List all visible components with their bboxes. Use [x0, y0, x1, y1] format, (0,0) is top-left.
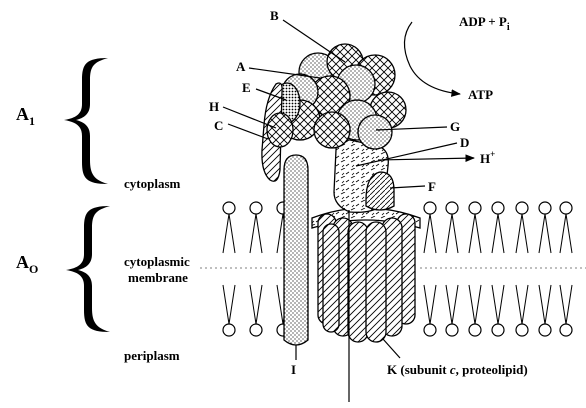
lipid-tail: [250, 214, 256, 253]
lipid-tail: [516, 214, 522, 253]
lipid-tail: [498, 285, 504, 324]
lipid-head: [250, 202, 262, 214]
lipid-tail: [522, 214, 528, 253]
lipid-tail: [516, 285, 522, 324]
ring-cylinder: [366, 222, 386, 342]
lipid-head: [516, 324, 528, 336]
domain-a1-label: A1: [16, 104, 35, 128]
lipid-tail: [469, 285, 475, 324]
reaction-substrate: ADP + Pi: [459, 14, 510, 33]
lipid-tail: [223, 285, 229, 324]
lipid-head: [424, 202, 436, 214]
lipid-tail: [560, 285, 566, 324]
lipid-head: [446, 324, 458, 336]
proteolipid-ring: [312, 208, 420, 342]
lipid-tail: [545, 214, 551, 253]
lipid-tail: [492, 285, 498, 324]
label-h: H: [209, 99, 219, 114]
lipid-tail: [424, 285, 430, 324]
label-k: K (subunit c, proteolipid): [387, 362, 528, 377]
lipid-tail: [229, 285, 235, 324]
lipid-head: [539, 202, 551, 214]
lipid-tail: [475, 214, 481, 253]
region-periplasm: periplasm: [124, 348, 180, 363]
lipid-tail: [277, 214, 283, 253]
lipid-tail: [545, 285, 551, 324]
lipid-tail: [430, 285, 436, 324]
a1-brace: [64, 58, 108, 184]
lipid-head: [250, 324, 262, 336]
subunit-h: [267, 113, 293, 147]
lipid-head: [223, 324, 235, 336]
label-g: G: [450, 119, 460, 134]
lipid-tail: [452, 285, 458, 324]
lipid-head: [492, 202, 504, 214]
lipid-tail: [539, 285, 545, 324]
lipid-head: [560, 202, 572, 214]
lipid-head: [469, 324, 481, 336]
lipid-tail: [424, 214, 430, 253]
label-f: F: [428, 179, 436, 194]
lipid-tail: [475, 285, 481, 324]
lipid-tail: [492, 214, 498, 253]
label-e: E: [242, 80, 251, 95]
label-d: D: [460, 135, 469, 150]
subunit-a-sphere: [358, 115, 392, 149]
lipid-tail: [446, 285, 452, 324]
lipid-head: [539, 324, 551, 336]
label-c: C: [214, 118, 223, 133]
region-cytoplasm: cytoplasm: [124, 176, 181, 191]
lipid-head: [424, 324, 436, 336]
ring-cylinder: [348, 222, 368, 342]
lipid-tail: [446, 214, 452, 253]
lipid-head: [492, 324, 504, 336]
label-b: B: [270, 8, 279, 23]
label-a: A: [236, 59, 246, 74]
region-membrane-line2: membrane: [128, 270, 188, 285]
region-membrane-line1: cytoplasmic: [124, 254, 190, 269]
label-i: I: [291, 362, 296, 377]
lipid-tail: [566, 214, 572, 253]
lipid-tail: [223, 214, 229, 253]
lipid-tail: [498, 214, 504, 253]
proton-label: H+: [480, 149, 495, 166]
lipid-tail: [566, 285, 572, 324]
domain-ao-label: AO: [16, 252, 38, 276]
lipid-head: [446, 202, 458, 214]
lipid-tail: [560, 214, 566, 253]
lipid-tail: [430, 214, 436, 253]
lipid-head: [516, 202, 528, 214]
subunit-i-stalk: [284, 155, 308, 345]
subunit-b-sphere: [314, 112, 350, 148]
ring-cylinder: [323, 224, 339, 332]
lipid-tail: [229, 214, 235, 253]
lipid-tail: [452, 214, 458, 253]
lipid-tail: [277, 285, 283, 324]
reaction-arrow-atp: [404, 22, 460, 94]
reaction-product: ATP: [468, 87, 493, 102]
lipid-tail: [522, 285, 528, 324]
lipid-tail: [256, 214, 262, 253]
lipid-head: [469, 202, 481, 214]
lipid-tail: [256, 285, 262, 324]
lipid-tail: [539, 214, 545, 253]
lipid-head: [560, 324, 572, 336]
lipid-tail: [469, 214, 475, 253]
lipid-tail: [250, 285, 256, 324]
lipid-head: [223, 202, 235, 214]
ao-brace: [66, 206, 110, 332]
